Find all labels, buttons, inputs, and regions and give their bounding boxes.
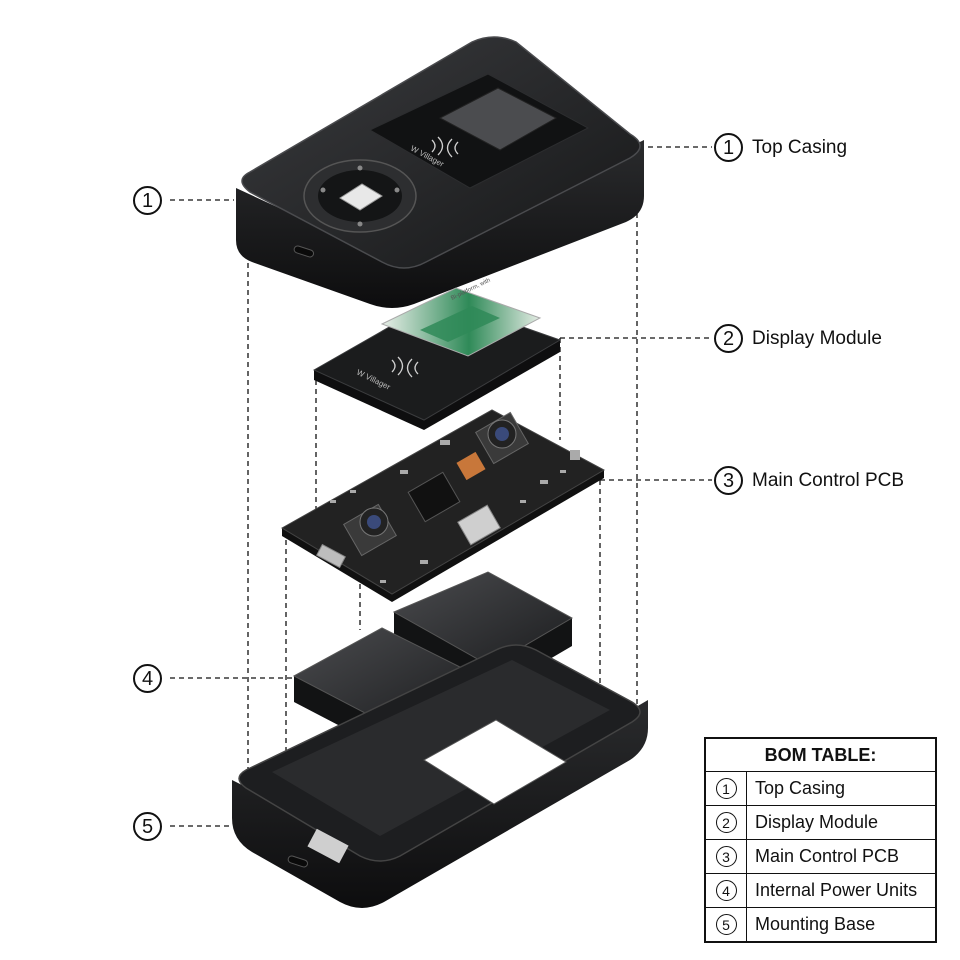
bom-row: 3 Main Control PCB — [706, 840, 935, 874]
bom-row-name: Mounting Base — [755, 914, 876, 934]
usb-port-icon — [293, 245, 315, 258]
bom-row-number: 4 — [715, 880, 737, 901]
mounting-base — [232, 644, 648, 908]
callout-display-module: 2 Display Module — [714, 324, 882, 353]
pcb-components — [330, 440, 580, 583]
bom-row-name: Top Casing — [755, 778, 846, 798]
callout-number: 1 — [133, 186, 162, 215]
callout-number: 1 — [714, 133, 743, 162]
base-usb-port-icon — [287, 855, 309, 868]
callout-number: 2 — [714, 324, 743, 353]
callout-power-units: 4 — [133, 664, 162, 693]
callout-label: Top Casing — [752, 136, 848, 158]
camera-module-1 — [342, 503, 398, 557]
callout-number: 5 — [133, 812, 162, 841]
callout-mounting-base: 5 — [133, 812, 162, 841]
bom-row: 4 Internal Power Units — [706, 874, 935, 908]
display-module: Bi-platform, with W Villager — [312, 278, 562, 430]
bom-row: 1 Top Casing — [706, 772, 935, 806]
bom-row-number: 1 — [715, 778, 737, 799]
main-chip — [407, 471, 461, 523]
bom-row: 5 Mounting Base — [706, 908, 935, 941]
bom-row-number: 3 — [715, 846, 737, 867]
bom-row-name: Internal Power Units — [755, 880, 918, 900]
bom-row-number: 5 — [715, 914, 737, 935]
camera-module-2 — [474, 411, 530, 465]
bom-row: 2 Display Module — [706, 806, 935, 840]
callout-top-casing-left: 1 — [133, 186, 162, 215]
nfc-icon — [431, 136, 459, 158]
bom-row-name: Main Control PCB — [755, 846, 900, 866]
bom-table: BOM TABLE: 1 Top Casing 2 Display Module… — [704, 737, 937, 943]
callout-number: 4 — [133, 664, 162, 693]
shield-can — [457, 504, 501, 546]
callout-main-pcb: 3 Main Control PCB — [714, 466, 904, 495]
callout-number: 3 — [714, 466, 743, 495]
display-nfc-icon — [391, 356, 419, 378]
callout-label: Display Module — [752, 327, 882, 349]
battery-rear — [392, 571, 574, 694]
top-casing: W Villager — [236, 36, 644, 308]
bom-row-number: 2 — [715, 812, 737, 833]
usb-connector — [316, 543, 346, 569]
base-cutout — [423, 719, 567, 805]
base-connector — [307, 828, 349, 864]
top-window — [438, 87, 558, 151]
callout-label: Main Control PCB — [752, 469, 905, 491]
main-control-pcb — [281, 409, 606, 602]
bom-row-name: Display Module — [755, 812, 879, 832]
fingerprint-sensor — [303, 159, 417, 233]
bom-title: BOM TABLE: — [706, 739, 935, 772]
flex-connector — [456, 451, 486, 481]
callout-top-casing: 1 Top Casing — [714, 133, 847, 162]
